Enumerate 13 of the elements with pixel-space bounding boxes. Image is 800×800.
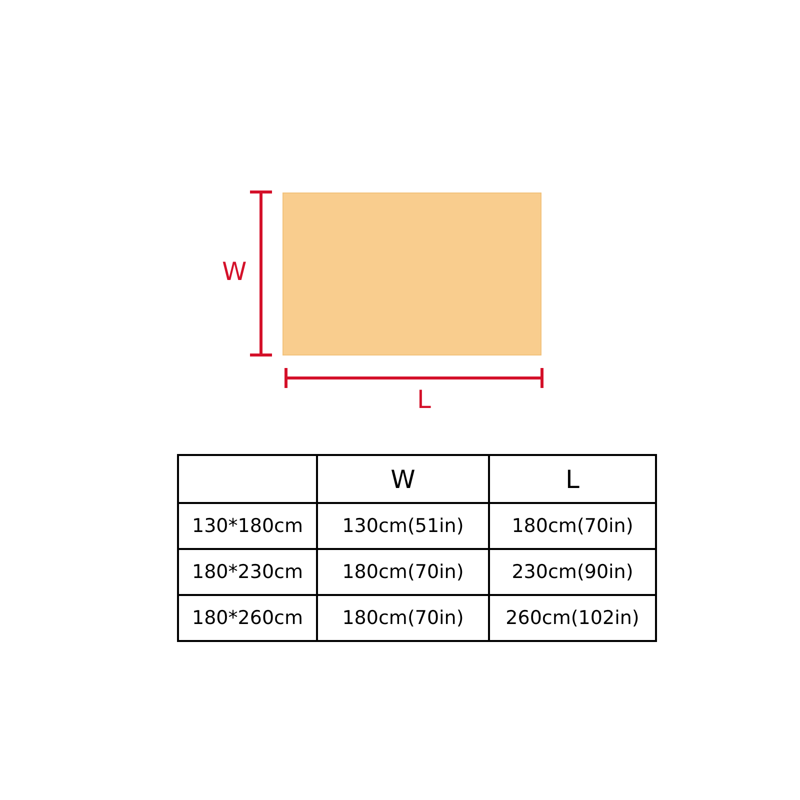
table-cell: 180*260cm	[178, 595, 317, 641]
table-cell: 130cm(51in)	[317, 503, 489, 549]
dimension-label: W	[222, 259, 247, 284]
table-cell: 180cm(70in)	[317, 549, 489, 595]
table-cell: 180cm(70in)	[489, 503, 656, 549]
table-cell: 260cm(102in)	[489, 595, 656, 641]
table-cell: 180*230cm	[178, 549, 317, 595]
dimension-label: L	[417, 387, 431, 412]
header-cell: L	[489, 455, 656, 503]
table-cell: 230cm(90in)	[489, 549, 656, 595]
table-cell: 180cm(70in)	[317, 595, 489, 641]
header-cell: W	[317, 455, 489, 503]
table-cell: 130*180cm	[178, 503, 317, 549]
